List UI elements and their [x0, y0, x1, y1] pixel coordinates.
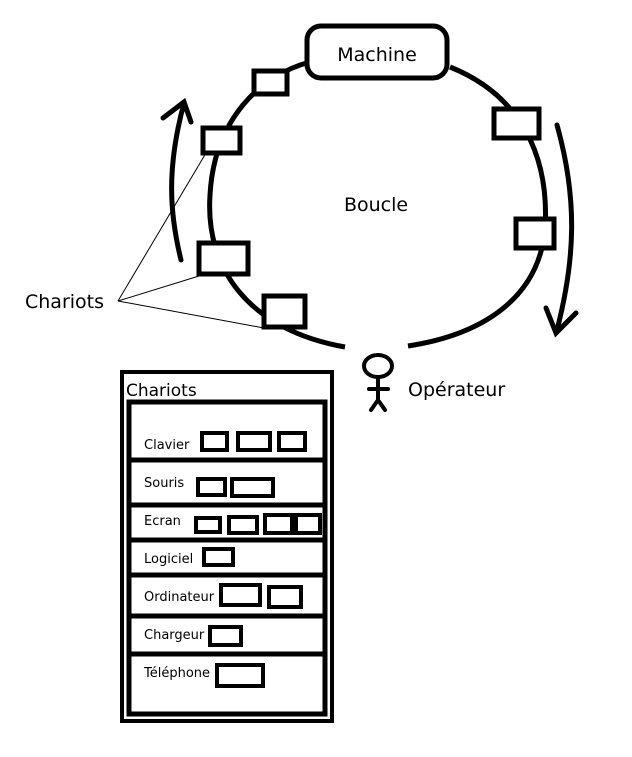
panel-row[interactable]: Téléphone [129, 651, 325, 688]
machine-label: Machine [337, 44, 417, 66]
direction-arrow-down [543, 122, 579, 338]
loop-cart[interactable] [251, 68, 290, 97]
row-label: Ecran [144, 514, 181, 529]
panel-row[interactable]: Clavier [144, 431, 307, 453]
cart-box[interactable] [227, 515, 259, 535]
operator-label: Opérateur [408, 379, 505, 401]
row-label: Souris [144, 476, 184, 491]
row-label: Ordinateur [144, 590, 215, 605]
cart-box[interactable] [200, 431, 229, 452]
cart-box[interactable] [230, 477, 275, 498]
row-label: Clavier [144, 438, 190, 453]
cart-box[interactable] [236, 431, 272, 452]
machine-node[interactable]: Machine [304, 23, 450, 81]
panel-title: Chariots [126, 381, 197, 401]
cart-box[interactable] [277, 431, 307, 452]
carts-callout-lines [117, 152, 265, 329]
cart-box[interactable] [263, 513, 294, 535]
panel-row[interactable]: Ecran [129, 502, 325, 535]
cart-box[interactable] [219, 583, 262, 607]
cart-box[interactable] [267, 585, 303, 609]
panel-row[interactable]: Logiciel [129, 537, 325, 567]
row-label: Chargeur [144, 628, 205, 643]
loop-cart[interactable] [196, 240, 251, 277]
cart-box[interactable] [215, 663, 265, 688]
cart-box[interactable] [194, 516, 222, 534]
panel-row[interactable]: Souris [129, 457, 325, 498]
operator-icon [362, 353, 394, 412]
direction-arrow-up [160, 97, 194, 263]
carts-callout-label: Chariots [25, 291, 104, 313]
panel-row[interactable]: Ordinateur [129, 572, 325, 609]
loop-cart[interactable] [200, 125, 243, 156]
loop-label: Boucle [344, 194, 408, 216]
cart-box[interactable] [196, 477, 227, 497]
row-label: Téléphone [143, 666, 210, 681]
cart-box[interactable] [294, 513, 322, 535]
panel-row[interactable]: Chargeur [129, 613, 325, 647]
carts-panel: Chariots ClavierSourisEcranLogicielOrdin… [120, 370, 334, 723]
loop-cart[interactable] [513, 216, 557, 251]
row-label: Logiciel [144, 552, 193, 567]
loop-cart[interactable] [491, 106, 542, 141]
loop-cart[interactable] [261, 293, 308, 330]
cart-box[interactable] [208, 625, 243, 647]
cart-box[interactable] [202, 547, 235, 567]
